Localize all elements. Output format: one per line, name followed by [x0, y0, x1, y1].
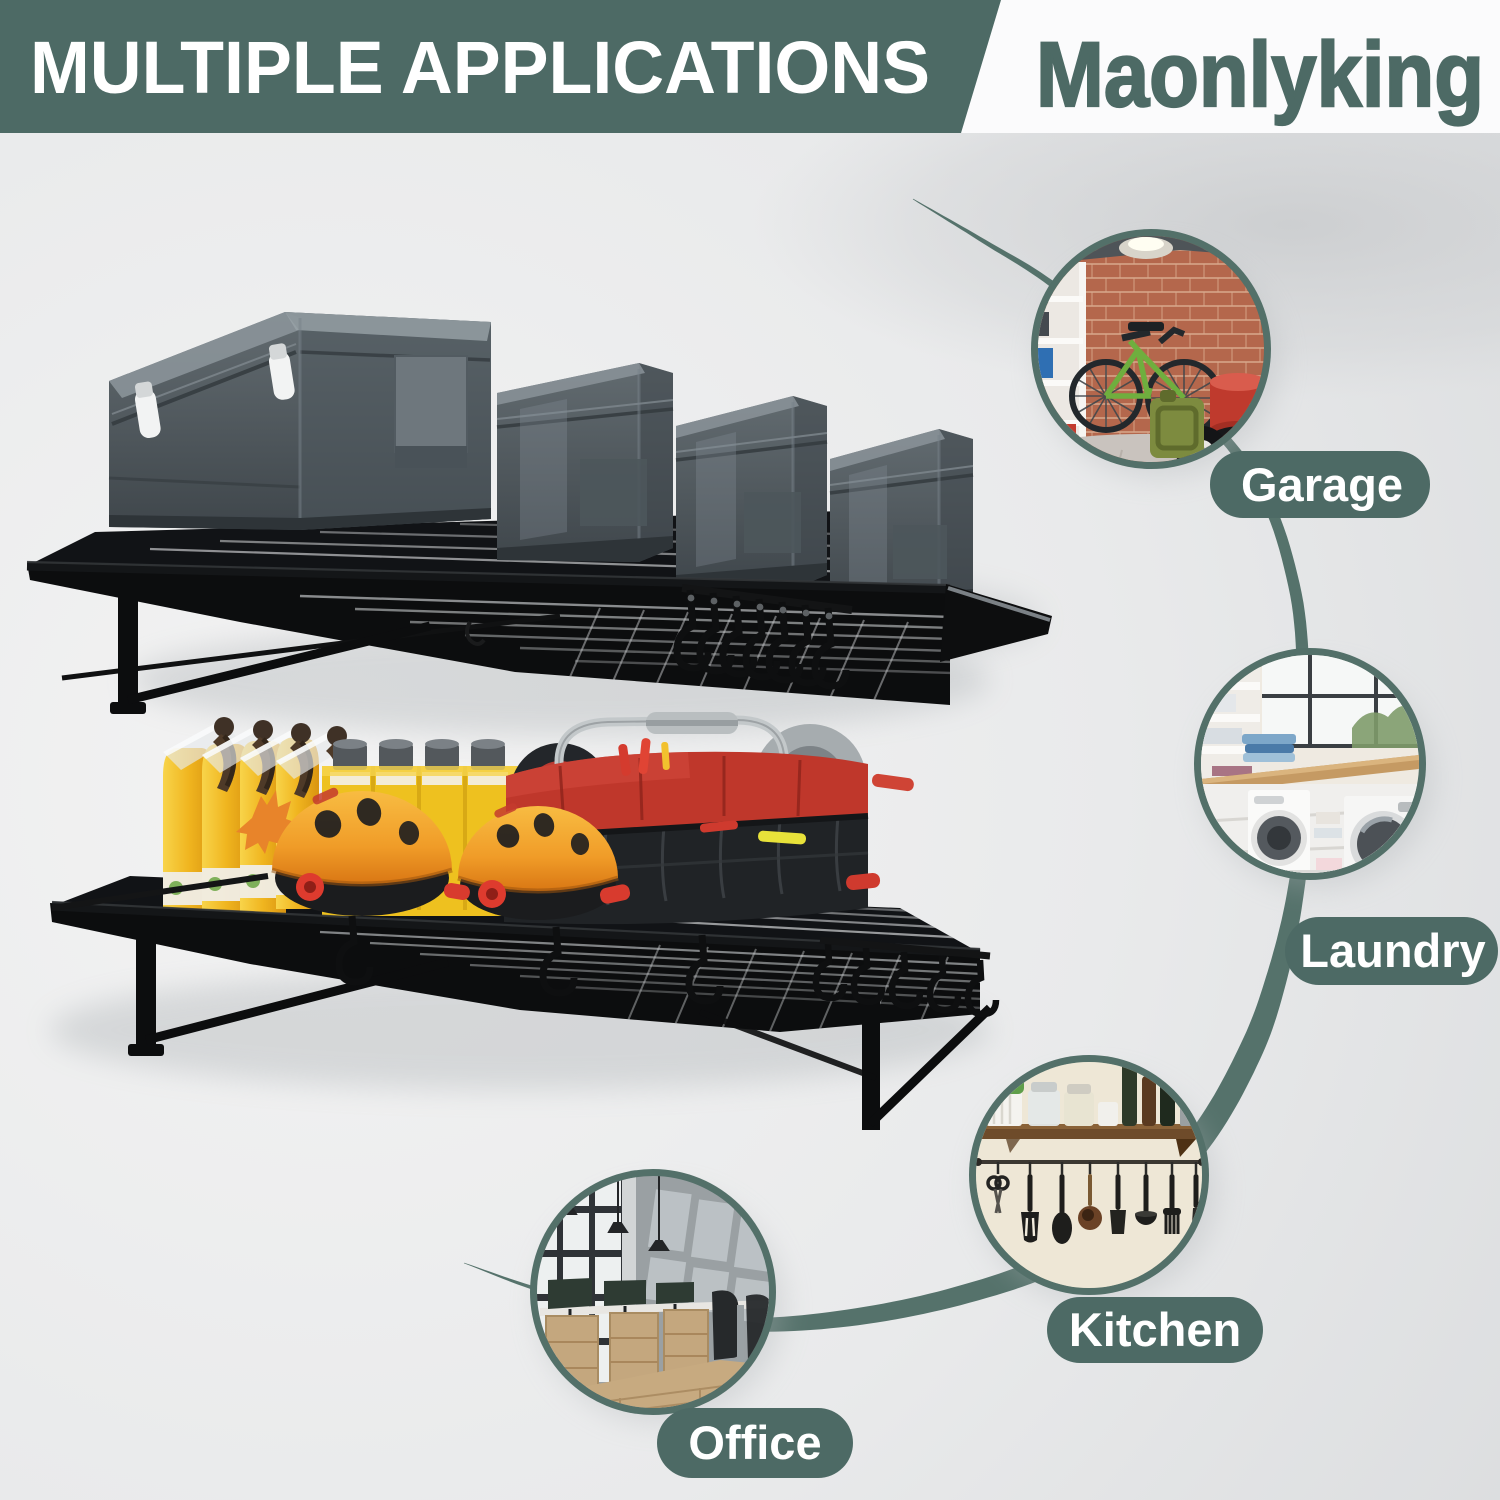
svg-text:Office: Office — [688, 1416, 821, 1469]
svg-text:Laundry: Laundry — [1300, 924, 1485, 977]
svg-text:MULTIPLE APPLICATIONS: MULTIPLE APPLICATIONS — [30, 26, 930, 109]
svg-text:Kitchen: Kitchen — [1069, 1303, 1241, 1356]
svg-text:Garage: Garage — [1241, 458, 1403, 511]
svg-text:Maonlyking: Maonlyking — [1036, 24, 1484, 126]
